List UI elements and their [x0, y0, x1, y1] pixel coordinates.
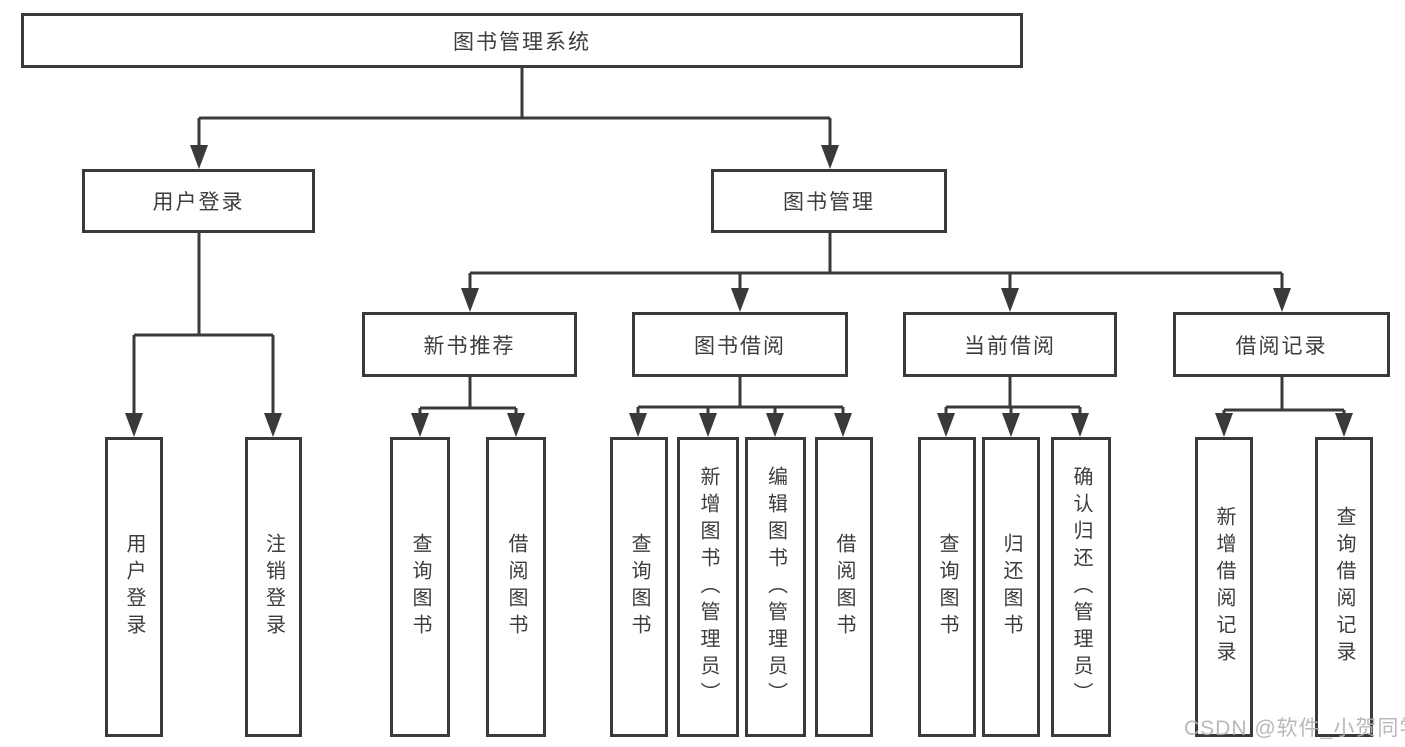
leaf-edit-book-admin: 编辑图书（管理员） [745, 437, 806, 737]
leaf-borrowing-borrow-books-label: 借阅图书 [833, 533, 855, 641]
leaf-recommend-query-books: 查询图书 [390, 437, 450, 737]
leaf-recommend-borrow-books-label: 借阅图书 [505, 533, 527, 641]
leaf-current-query-books-label: 查询图书 [936, 533, 958, 641]
node-user-login-label: 用户登录 [152, 191, 245, 214]
leaf-confirm-return-admin-label: 确认归还（管理员） [1070, 465, 1092, 709]
leaf-logout-login: 注销登录 [245, 437, 302, 737]
root-node-label: 图书管理系统 [453, 30, 591, 54]
leaf-current-query-books: 查询图书 [918, 437, 976, 737]
leaf-logout-login-label: 注销登录 [262, 533, 285, 641]
leaf-user-login-label: 用户登录 [123, 533, 145, 641]
root-node: 图书管理系统 [21, 13, 1023, 68]
node-borrowing-records: 借阅记录 [1173, 312, 1390, 377]
leaf-query-borrow-record-label: 查询借阅记录 [1333, 506, 1355, 668]
leaf-add-borrow-record: 新增借阅记录 [1195, 437, 1253, 737]
node-book-borrowing-label: 图书借阅 [694, 334, 786, 358]
node-user-login: 用户登录 [82, 169, 315, 233]
leaf-recommend-borrow-books: 借阅图书 [486, 437, 546, 737]
node-new-book-recommend: 新书推荐 [362, 312, 577, 377]
watermark: CSDN @软件_小贺同学 [1184, 712, 1405, 742]
leaf-borrowing-borrow-books: 借阅图书 [815, 437, 873, 737]
leaf-add-book-admin: 新增图书（管理员） [677, 437, 739, 737]
leaf-add-book-admin-label: 新增图书（管理员） [697, 465, 719, 709]
leaf-borrowing-query-books: 查询图书 [610, 437, 668, 737]
node-new-book-recommend-label: 新书推荐 [423, 334, 516, 358]
leaf-return-books: 归还图书 [982, 437, 1040, 737]
leaf-edit-book-admin-label: 编辑图书（管理员） [764, 465, 787, 709]
leaf-confirm-return-admin: 确认归还（管理员） [1051, 437, 1111, 737]
node-current-borrowing-label: 当前借阅 [964, 334, 1056, 358]
watermark-text: CSDN @软件_小贺同学 [1184, 717, 1405, 740]
node-current-borrowing: 当前借阅 [903, 312, 1117, 377]
node-book-management-label: 图书管理 [783, 191, 875, 214]
leaf-borrowing-query-books-label: 查询图书 [628, 533, 650, 641]
leaf-add-borrow-record-label: 新增借阅记录 [1213, 506, 1235, 668]
node-book-borrowing: 图书借阅 [632, 312, 848, 377]
leaf-user-login: 用户登录 [105, 437, 163, 737]
node-book-management: 图书管理 [711, 169, 947, 233]
leaf-query-borrow-record: 查询借阅记录 [1315, 437, 1373, 737]
leaf-recommend-query-books-label: 查询图书 [409, 533, 431, 641]
node-borrowing-records-label: 借阅记录 [1235, 334, 1328, 358]
leaf-return-books-label: 归还图书 [1000, 533, 1022, 641]
